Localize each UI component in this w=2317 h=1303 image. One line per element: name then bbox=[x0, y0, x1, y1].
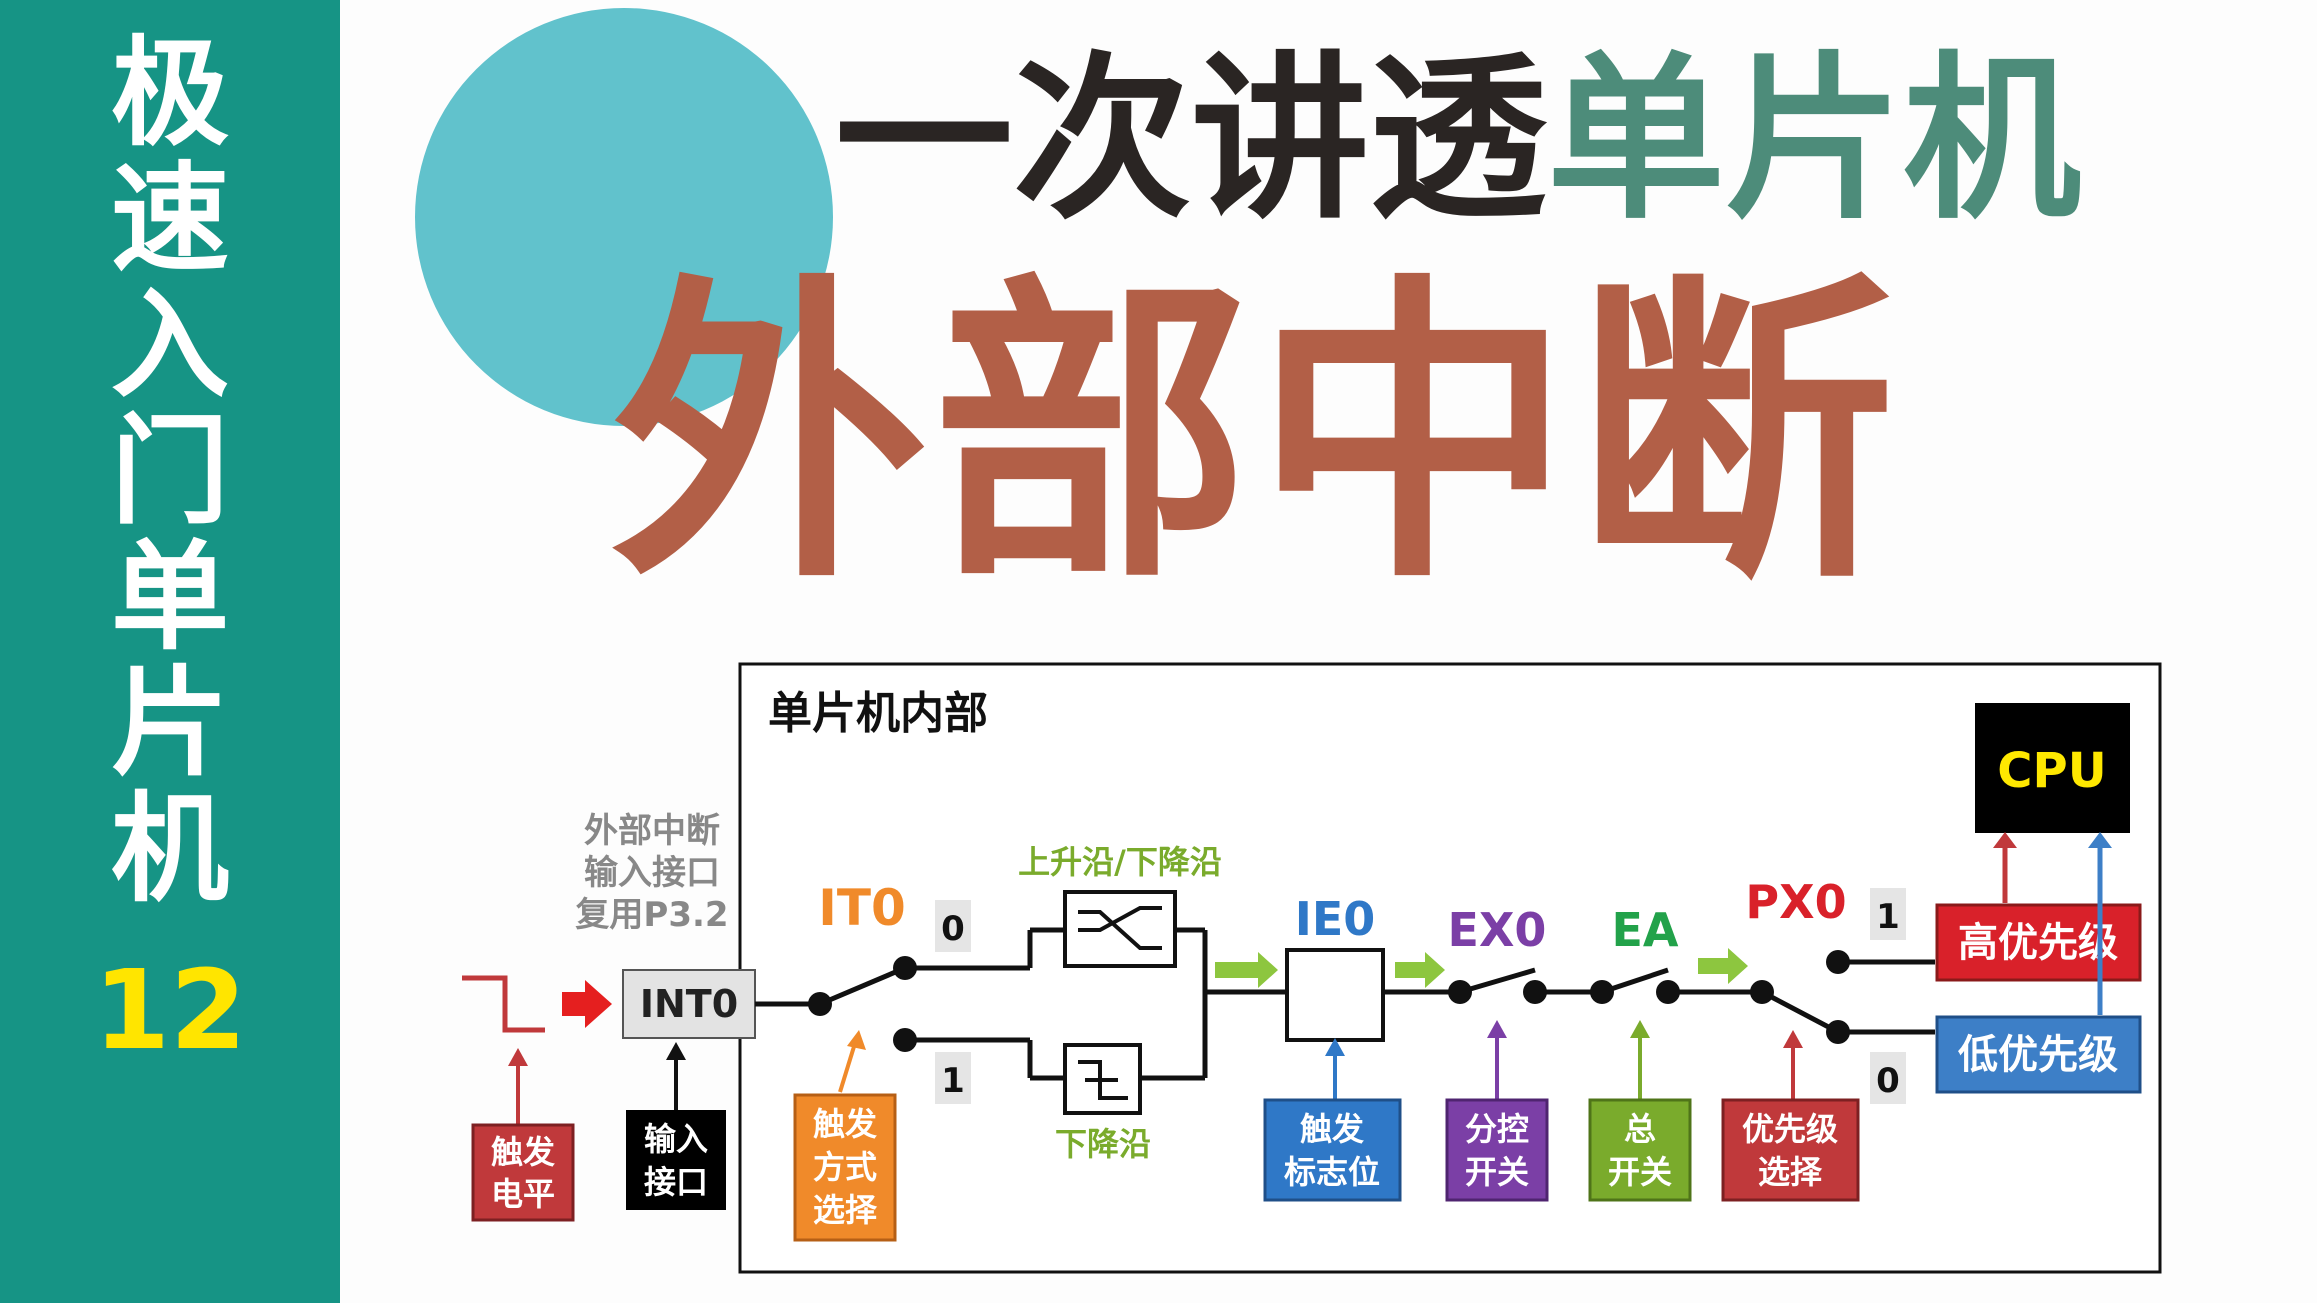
low-priority-label: 低优先级 bbox=[1958, 1032, 2118, 1078]
it0-1-badge bbox=[935, 1052, 971, 1104]
edge-both-icon bbox=[1078, 906, 1162, 950]
headline-dark: 一次讲透 bbox=[835, 36, 1547, 243]
series-title: 极速入门单片机 bbox=[110, 24, 229, 918]
priority-select-box bbox=[1721, 1098, 1860, 1202]
trigger-mode-box bbox=[793, 1093, 897, 1242]
ie0-box bbox=[1285, 948, 1385, 1042]
pointer-arrows bbox=[516, 1030, 1795, 1125]
input-port-box bbox=[626, 1110, 726, 1210]
port-note-3: 复用P3.2 bbox=[575, 895, 728, 935]
cpu-box bbox=[1975, 703, 2130, 833]
high-to-cpu-arrowhead bbox=[1993, 832, 2017, 848]
subtitle: 外部中断 bbox=[610, 250, 1898, 620]
high-priority-label: 高优先级 bbox=[1958, 920, 2118, 966]
branch-switch-box bbox=[1445, 1098, 1549, 1202]
branch-switch-2: 开关 bbox=[1465, 1153, 1529, 1191]
it0-0-text: 0 bbox=[941, 909, 965, 949]
priority-select-1: 优先级 bbox=[1742, 1110, 1838, 1148]
high-priority-box bbox=[1935, 903, 2142, 982]
port-note-1: 外部中断 bbox=[584, 811, 720, 851]
low-priority-box bbox=[1935, 1015, 2142, 1094]
low-to-cpu-arrowhead bbox=[2088, 832, 2112, 848]
port-note-2: 输入接口 bbox=[584, 853, 720, 893]
edge-both-label: 上升沿/下降沿 bbox=[1018, 843, 1222, 881]
int0-label: INT0 bbox=[640, 982, 738, 1026]
input-arrow-icon bbox=[562, 980, 612, 1028]
priority-select-2: 选择 bbox=[1758, 1153, 1823, 1191]
pointer-arrowheads bbox=[508, 1020, 1803, 1066]
trigger-mode-2: 方式 bbox=[813, 1148, 877, 1186]
trigger-flag-2: 标志位 bbox=[1284, 1153, 1380, 1191]
cpu-label: CPU bbox=[1997, 743, 2106, 799]
it0-0-badge bbox=[935, 900, 971, 952]
edge-fall-icon bbox=[1078, 1060, 1128, 1100]
ie0-label: IE0 bbox=[1295, 892, 1376, 946]
input-port-2: 接口 bbox=[644, 1163, 708, 1201]
trigger-level-1: 触发 bbox=[491, 1133, 555, 1171]
master-switch-box bbox=[1588, 1098, 1692, 1202]
branch-switch-1: 分控 bbox=[1465, 1110, 1529, 1148]
trigger-level-2: 电平 bbox=[491, 1175, 555, 1213]
waveform-icon bbox=[462, 975, 545, 1033]
trigger-level-box bbox=[471, 1123, 575, 1222]
sidebar bbox=[0, 0, 340, 1303]
trigger-flag-1: 触发 bbox=[1300, 1110, 1364, 1148]
ex0-label: EX0 bbox=[1448, 903, 1547, 957]
switch-contacts bbox=[808, 950, 1850, 1052]
master-switch-2: 开关 bbox=[1608, 1153, 1672, 1191]
px0-label: PX0 bbox=[1745, 875, 1846, 929]
it0-label: IT0 bbox=[818, 879, 906, 937]
px0-1-text: 1 bbox=[1876, 897, 1900, 937]
px0-0-badge bbox=[1870, 1052, 1906, 1104]
trigger-mode-3: 选择 bbox=[813, 1191, 878, 1229]
px0-1-badge bbox=[1870, 888, 1906, 940]
inner-label: 单片机内部 bbox=[768, 688, 988, 739]
headline-green: 单片机 bbox=[1547, 36, 2081, 243]
master-switch-1: 总 bbox=[1624, 1110, 1656, 1148]
circuit-wires bbox=[755, 927, 1935, 1081]
px0-0-text: 0 bbox=[1876, 1061, 1900, 1101]
headline: 一次讲透单片机 bbox=[835, 40, 2081, 240]
trigger-mode-1: 触发 bbox=[813, 1105, 877, 1143]
input-port-1: 输入 bbox=[644, 1120, 708, 1158]
trigger-flag-box bbox=[1263, 1098, 1402, 1202]
flow-arrows bbox=[1215, 948, 1748, 988]
episode-number: 12 bbox=[93, 946, 247, 1074]
it0-1-text: 1 bbox=[941, 1061, 965, 1101]
edge-fall-label: 下降沿 bbox=[1055, 1125, 1151, 1163]
decor-circle bbox=[415, 8, 833, 426]
ea-label: EA bbox=[1611, 903, 1678, 957]
